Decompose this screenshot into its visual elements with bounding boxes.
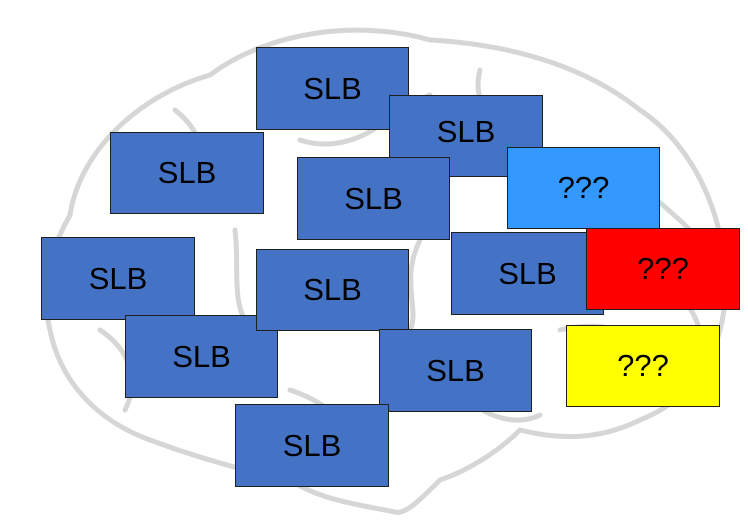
slb-box-label: SLB <box>436 114 496 149</box>
slb-box: SLB <box>125 315 278 398</box>
slb-box: SLB <box>379 329 532 412</box>
unknown-box: ??? <box>586 228 740 310</box>
unknown-box: ??? <box>507 147 660 229</box>
unknown-box-label: ??? <box>617 348 669 383</box>
slb-box-label: SLB <box>282 427 342 463</box>
slb-box-label: SLB <box>303 70 362 106</box>
slb-box: SLB <box>256 249 409 331</box>
slb-box-label: SLB <box>498 255 557 291</box>
slb-box: SLB <box>297 157 450 240</box>
slb-box: SLB <box>451 232 604 315</box>
slb-box-label: SLB <box>303 272 362 307</box>
unknown-box-label: ??? <box>557 170 610 205</box>
slb-box: SLB <box>110 132 264 214</box>
slb-box-label: SLB <box>344 180 403 216</box>
slb-box-label: SLB <box>88 260 148 296</box>
slb-box-label: SLB <box>172 338 231 374</box>
unknown-box: ??? <box>566 325 720 407</box>
slb-box: SLB <box>235 404 389 487</box>
slb-box-label: SLB <box>426 352 485 388</box>
slb-box: SLB <box>41 237 195 320</box>
unknown-box-label: ??? <box>637 251 689 286</box>
slb-box-label: SLB <box>157 155 217 190</box>
slb-box: SLB <box>256 47 409 130</box>
